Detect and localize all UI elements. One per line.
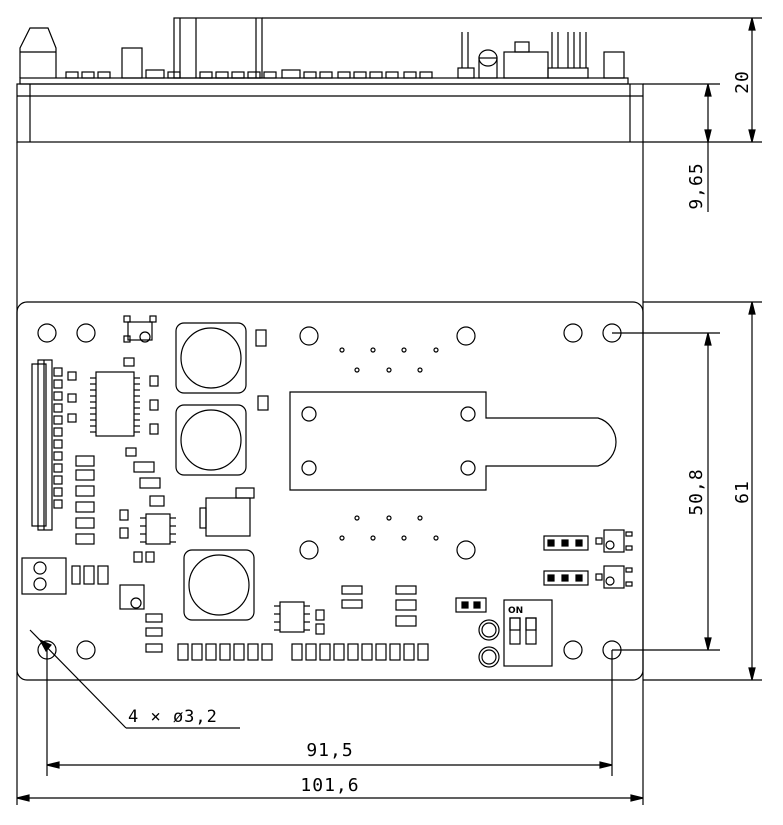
hole-callout-leader — [29, 629, 240, 729]
dip-switch-on-label: ON — [508, 606, 523, 616]
inductor-1 — [175, 322, 247, 394]
terminal-block — [21, 557, 109, 595]
jumper-upper — [543, 535, 589, 551]
jumper-small — [455, 597, 487, 613]
dimension-label-height-total: 20 — [732, 70, 753, 94]
pcb-outline — [16, 301, 644, 681]
dimension-board-width — [16, 794, 644, 802]
dimension-board-height — [643, 301, 762, 681]
led-bar-row — [177, 643, 429, 661]
side-smd-row — [65, 47, 433, 79]
side-pcb — [19, 77, 629, 85]
status-leds — [478, 619, 500, 668]
top-view: ON — [16, 301, 644, 681]
main-ic — [90, 357, 159, 457]
mid-left-parts — [119, 461, 255, 563]
dimension-offset-top — [643, 83, 720, 212]
dimension-hole-pitch-horizontal — [46, 650, 613, 776]
dimension-label-hole-pitch-horizontal: 91,5 — [306, 740, 353, 761]
soic-bottom — [274, 585, 417, 635]
connector-pads — [53, 367, 77, 509]
jumper-lower — [543, 570, 589, 586]
led-column — [75, 455, 95, 545]
trimmer-bottom — [119, 584, 163, 653]
trimmers-right — [595, 529, 633, 589]
side-view — [16, 17, 644, 143]
dimension-label-offset-top: 9,65 — [686, 162, 707, 209]
heatsink-tab — [289, 391, 617, 491]
dimension-hole-pitch-vertical — [612, 332, 720, 651]
side-pin-headers — [457, 32, 625, 79]
inductor-2 — [175, 404, 247, 476]
inductor-3 — [183, 549, 255, 621]
trimmer-top — [123, 315, 157, 343]
mounting-hole-tl — [37, 323, 57, 343]
via-pattern — [339, 347, 439, 541]
dimension-label-board-width: 101,6 — [300, 775, 359, 796]
side-relay — [173, 17, 263, 79]
dimension-label-hole-pitch-vertical: 50,8 — [686, 468, 707, 515]
dimension-height-total — [262, 17, 762, 143]
dimension-label-board-height: 61 — [732, 480, 753, 504]
dip-switch — [503, 599, 553, 667]
side-terminal-block — [19, 27, 57, 78]
edge-connector — [31, 359, 53, 531]
side-enclosure — [16, 83, 644, 143]
hole-callout-label: 4 × ø3,2 — [128, 707, 218, 727]
soic-left — [140, 513, 176, 545]
